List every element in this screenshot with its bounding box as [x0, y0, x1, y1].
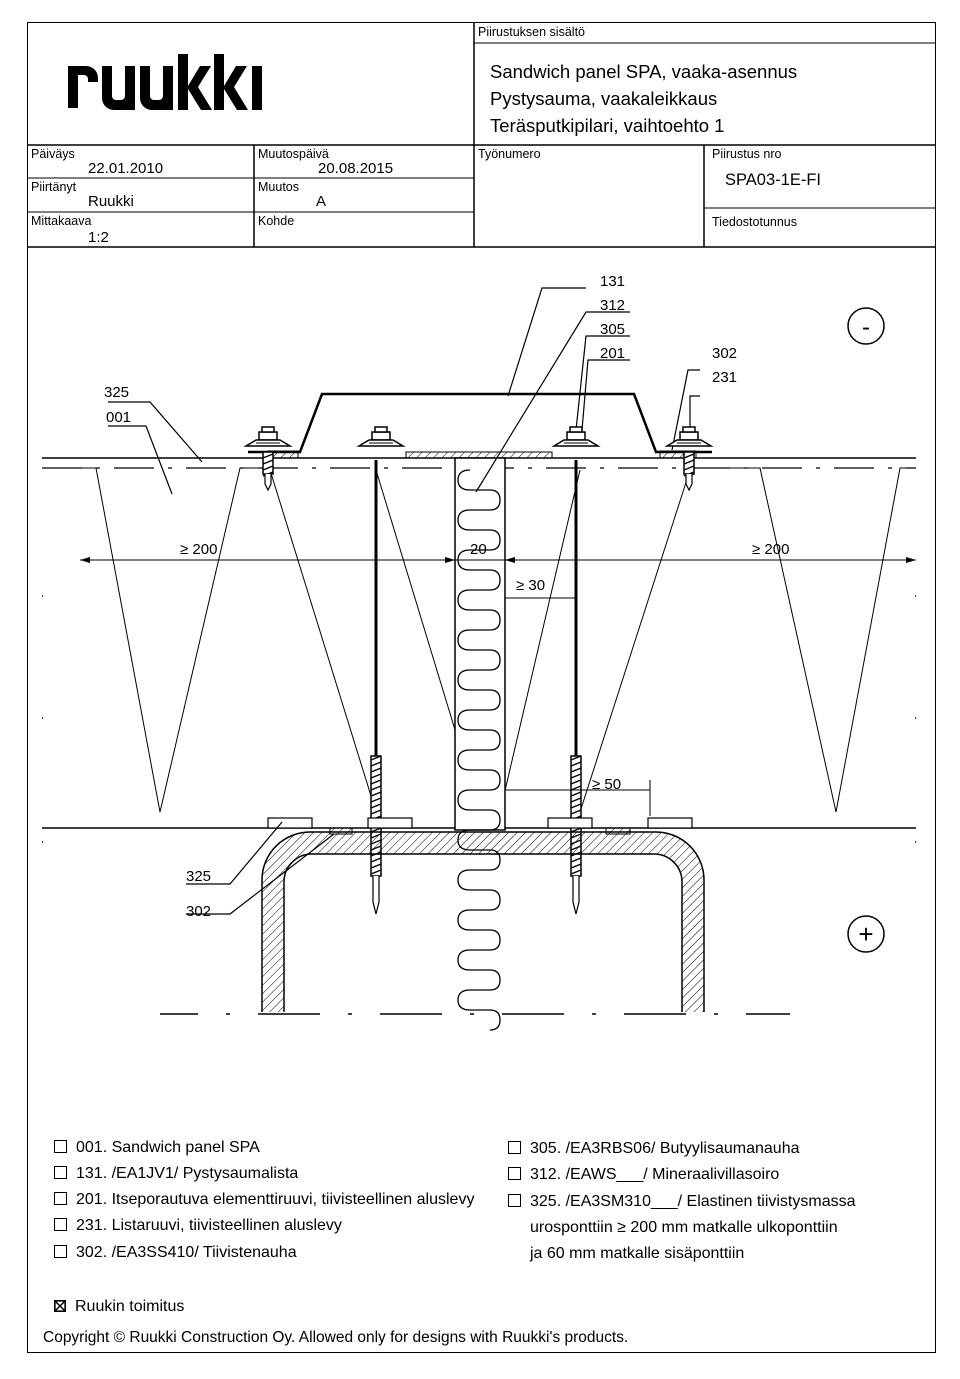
- minus-circle: [847, 307, 885, 345]
- checkbox-icon: [54, 1192, 67, 1205]
- callout-302-bottom: 302: [186, 903, 211, 920]
- short-screw-right: [683, 451, 695, 492]
- drawing-frame: [27, 22, 936, 1353]
- legend-item-131: 131. /EA1JV1/ Pystysaumalista: [54, 1165, 298, 1183]
- modified-label: Muutospäivä: [258, 147, 329, 161]
- checkbox-icon: [54, 1245, 67, 1258]
- legend-item-325: 325. /EA3SM310___/ Elastinen tiivistysma…: [508, 1193, 856, 1211]
- callout-231: 231: [712, 369, 737, 386]
- dim-center: 20: [470, 541, 487, 558]
- legend-item-302: 302. /EA3SS410/ Tiivistenauha: [54, 1244, 297, 1262]
- drawing-number-value: SPA03-1E-FI: [725, 171, 821, 189]
- drawn-label: Piirtänyt: [31, 180, 77, 194]
- checkbox-icon: [508, 1194, 521, 1207]
- legend-item-001: 001. Sandwich panel SPA: [54, 1139, 260, 1157]
- callout-131: 131: [600, 273, 625, 290]
- copyright-note: Copyright © Ruukki Construction Oy. Allo…: [43, 1329, 629, 1346]
- long-screw-left: [370, 460, 382, 915]
- checkbox-icon: [508, 1141, 521, 1154]
- legend-item-325-note-1: urosponttiin ≥ 200 mm matkalle ulkopontt…: [530, 1219, 838, 1236]
- legend-item-305: 305. /EA3RBS06/ Butyylisaumanauha: [508, 1140, 800, 1158]
- date-value: 22.01.2010: [88, 160, 164, 177]
- legend-item-325-note-2: ja 60 mm matkalle sisäponttiin: [530, 1245, 745, 1262]
- plus-circle: [847, 915, 885, 953]
- callout-302-top: 302: [712, 345, 737, 362]
- revision-value: A: [316, 193, 327, 210]
- callout-325-bottom: 325: [186, 868, 211, 885]
- checkbox-icon: [508, 1167, 521, 1180]
- scale-value: 1:2: [88, 229, 109, 246]
- target-label: Kohde: [258, 214, 295, 228]
- contents-label: Piirustuksen sisältö: [478, 25, 585, 39]
- callout-305: 305: [600, 321, 625, 338]
- dim-left: ≥ 200: [180, 541, 217, 558]
- file-id-label: Tiedostotunnus: [712, 215, 798, 229]
- work-number-label: Työnumero: [478, 147, 541, 161]
- callout-001: 001: [106, 409, 131, 426]
- title-line-3: Teräsputkipilari, vaihtoehto 1: [490, 115, 725, 136]
- dim-joint: ≥ 30: [516, 577, 545, 594]
- callout-201: 201: [600, 345, 625, 362]
- legend-item-312: 312. /EAWS___/ Mineraalivillasoiro: [508, 1166, 779, 1184]
- drawn-value: Ruukki: [88, 193, 134, 210]
- date-label: Päiväys: [31, 147, 75, 161]
- legend-item-231: 231. Listaruuvi, tiivisteellinen aluslev…: [54, 1217, 342, 1235]
- callout-312: 312: [600, 297, 625, 314]
- supply-note: Ruukin toimitus: [54, 1298, 184, 1316]
- legend-item-201: 201. Itseporautuva elementtiruuvi, tiivi…: [54, 1191, 474, 1209]
- checked-box-icon: [54, 1299, 66, 1312]
- title-line-2: Pystysauma, vaakaleikkaus: [490, 88, 718, 109]
- dim-bottom: ≥ 50: [592, 776, 621, 793]
- short-screw-left: [262, 451, 274, 492]
- dim-right: ≥ 200: [752, 541, 789, 558]
- scale-label: Mittakaava: [31, 214, 92, 228]
- modified-value: 20.08.2015: [318, 160, 394, 177]
- ruukki-logo: [66, 52, 270, 114]
- checkbox-icon: [54, 1218, 67, 1231]
- plus-sign: +: [858, 919, 873, 949]
- checkbox-icon: [54, 1166, 67, 1179]
- checkbox-icon: [54, 1140, 67, 1153]
- revision-label: Muutos: [258, 180, 299, 194]
- minus-sign: -: [862, 314, 870, 341]
- drawing-number-label: Piirustus nro: [712, 147, 782, 161]
- title-line-1: Sandwich panel SPA, vaaka-asennus: [490, 61, 798, 82]
- callout-325-top: 325: [104, 384, 129, 401]
